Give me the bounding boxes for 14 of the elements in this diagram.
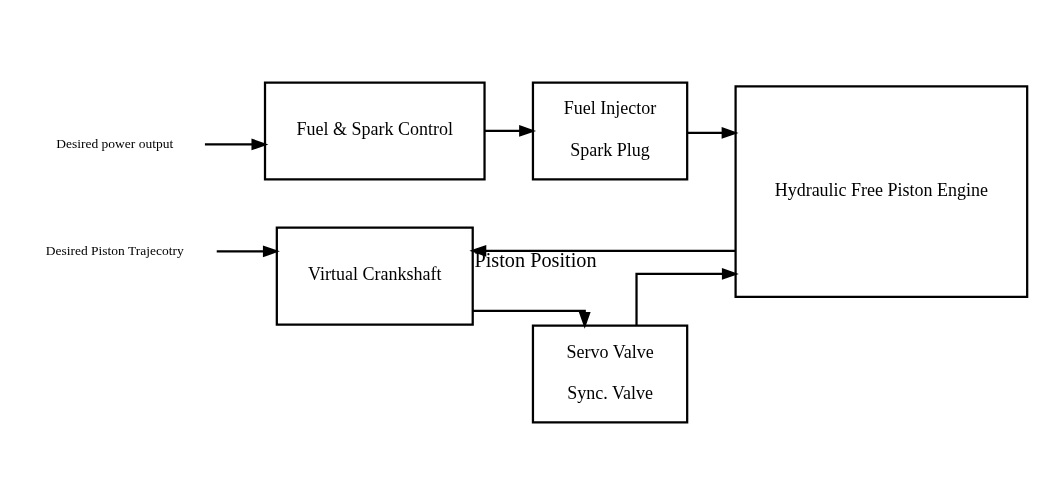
node-box: Servo Valve Sync. Valve bbox=[531, 324, 689, 424]
arrow bbox=[687, 126, 739, 139]
node-text: Desired Piston Trajecotry bbox=[45, 242, 184, 258]
arrow bbox=[635, 267, 739, 325]
node-text: Desired power output bbox=[56, 135, 174, 151]
arrow bbox=[484, 124, 537, 137]
node-box: Fuel & Spark Control bbox=[263, 80, 486, 180]
node-box: Hydraulic Free Piston Engine bbox=[734, 84, 1029, 298]
node-box: Fuel Injector Spark Plug bbox=[531, 80, 689, 180]
arrow bbox=[204, 138, 269, 150]
arrow bbox=[216, 244, 280, 257]
edge-label: Piston Position bbox=[474, 248, 597, 271]
arrow bbox=[473, 309, 591, 329]
node-box: Virtual Crankshaft bbox=[275, 226, 474, 326]
